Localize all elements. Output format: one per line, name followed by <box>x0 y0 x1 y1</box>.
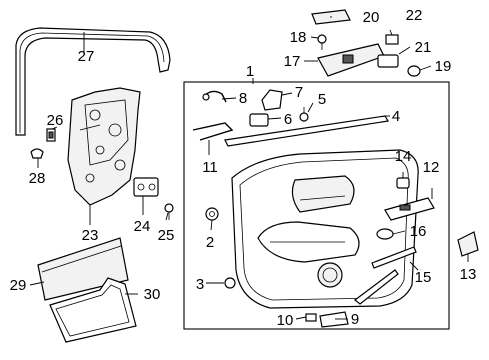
callout-30: 30 <box>144 286 161 303</box>
part-23-door-module-panel <box>67 87 141 206</box>
callout-22: 22 <box>406 7 423 24</box>
callout-18: 18 <box>290 29 307 46</box>
callout-3: 3 <box>196 276 204 293</box>
door-trim-panel <box>231 149 419 309</box>
callout-11: 11 <box>202 159 218 176</box>
part-24-bracket <box>133 177 159 197</box>
part-12-switch <box>384 197 435 221</box>
part-6-switch <box>249 113 269 127</box>
callout-labels: 1 2 3 4 5 6 7 8 9 10 11 12 13 14 15 16 1… <box>10 7 477 329</box>
callout-14: 14 <box>395 148 412 165</box>
callout-27: 27 <box>78 48 95 65</box>
part-15-armrest-strip <box>354 246 417 305</box>
part-4-belt-strip <box>224 115 389 147</box>
part-2-grommet <box>205 207 219 221</box>
callout-15: 15 <box>415 269 432 286</box>
part-22-clip <box>385 34 399 45</box>
callout-9: 9 <box>351 311 359 328</box>
callout-10: 10 <box>277 312 294 329</box>
part-9-lamp <box>319 311 349 328</box>
callout-17: 17 <box>284 53 301 70</box>
part-10-clip <box>305 313 317 322</box>
part-7-handle-bezel <box>261 89 283 111</box>
part-14-lock-knob <box>396 177 410 189</box>
part-18-screw <box>317 34 327 50</box>
part-30-insulator <box>49 277 137 343</box>
part-25-bolt <box>164 203 174 220</box>
callout-12: 12 <box>423 159 440 176</box>
part-8-wire-clip <box>202 90 227 103</box>
callout-25: 25 <box>158 227 175 244</box>
part-28-grommet <box>30 148 44 159</box>
callout-5: 5 <box>318 91 326 108</box>
callout-28: 28 <box>29 170 46 187</box>
part-19-grommet <box>407 65 421 77</box>
callout-23: 23 <box>82 227 99 244</box>
callout-13: 13 <box>460 266 477 283</box>
part-27-weatherstrip-arc <box>15 27 171 136</box>
leader-lines <box>29 16 469 320</box>
callout-29: 29 <box>10 277 27 294</box>
callout-16: 16 <box>410 223 427 240</box>
part-3-retainer <box>224 277 236 289</box>
callout-2: 2 <box>206 234 214 251</box>
callout-21: 21 <box>415 39 432 56</box>
part-21-switch-cover <box>377 54 399 68</box>
callout-7: 7 <box>295 84 303 101</box>
part-17-switch-bezel <box>317 43 385 77</box>
callout-4: 4 <box>392 108 400 125</box>
callout-24: 24 <box>134 218 151 235</box>
callout-20: 20 <box>363 9 380 26</box>
part-13-cover <box>457 231 479 257</box>
part-16-speaker-grommet <box>376 228 394 240</box>
part-11-rod <box>192 122 234 141</box>
trim-assembly-box <box>183 81 450 330</box>
callout-26: 26 <box>47 112 64 129</box>
callout-6: 6 <box>284 111 292 128</box>
callout-1: 1 <box>246 63 254 80</box>
callout-19: 19 <box>435 58 452 75</box>
callout-8: 8 <box>239 90 247 107</box>
part-26-clip <box>46 128 56 142</box>
part-5-push-pin <box>299 107 309 122</box>
